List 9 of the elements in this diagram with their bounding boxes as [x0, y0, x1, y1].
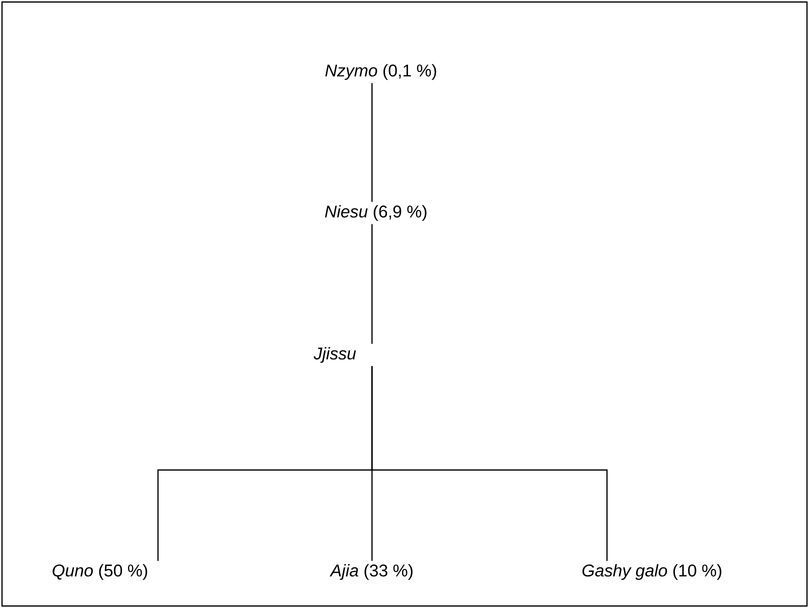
node-label: Niesu (6,9 %) [325, 205, 426, 221]
connector-line [371, 224, 373, 344]
node-label: Quno (50 %) [52, 564, 148, 580]
connector-line [371, 83, 373, 202]
connector-line [371, 366, 608, 561]
node-label: Jjissu [314, 347, 356, 363]
node-label: Ajia (33 %) [330, 564, 412, 580]
node-label: Gashy galo (10 %) [582, 564, 722, 580]
node-label: Nzymo (0,1 %) [325, 64, 436, 80]
